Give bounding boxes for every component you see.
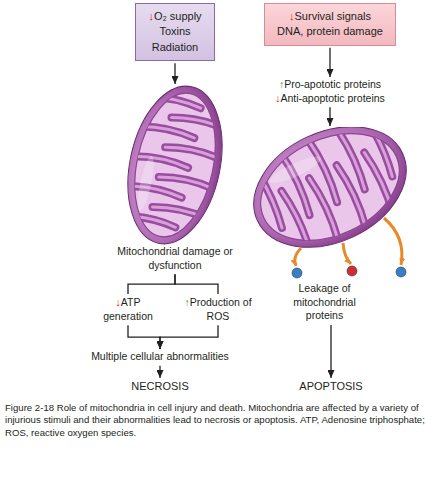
inner-space [248,127,413,261]
effect-label: ↑Production of ROS [180,296,256,323]
crista-fold [152,204,207,218]
stimulus-box: ↓Survival signalsDNA, protein damage [264,3,396,46]
node-text: Leakage of mitochondrial proteins [287,282,363,323]
stimulus-box: ↓O₂ supplyToxinsRadiation [135,3,214,61]
node-text: Multiple cellular abnormalities [91,350,229,364]
crista-fold [128,183,183,197]
crista-fold [363,127,395,177]
effect-label: Multiple cellular abnormalities [91,350,229,364]
crista-fold [363,127,395,177]
node-text: Toxins [148,24,201,39]
protein-dot [347,266,357,276]
crista-fold [308,139,340,203]
node-text: NECROSIS [131,379,188,393]
mitochondrion-illustration [100,85,250,245]
inner-space [123,86,228,245]
node-text: DNA, protein damage [277,24,383,39]
crista-fold [140,124,195,138]
crista-fold [335,127,367,189]
node-text: ↓O₂ supply [148,9,201,24]
flow-connector [329,107,330,126]
leak-arrow [384,218,402,265]
outcome-label: NECROSIS [131,379,188,393]
flow-connector [128,325,160,349]
flow-connector [175,274,218,294]
node-text: ↓Survival signals [277,9,383,24]
figure-caption: Figure 2-18 Role of mitochondria in cell… [5,402,436,439]
mitochondrion-shape [114,85,235,245]
mitochondrion-shape [248,127,413,271]
flow-connector [160,325,218,349]
crista-fold [308,139,340,203]
flow-connector [329,48,330,77]
crista-fold [165,144,220,158]
cristae [252,127,409,260]
outer-membrane [114,85,235,245]
crista-fold [147,94,202,108]
protein-dot [292,268,302,278]
crista-fold [159,174,214,188]
flow-connector [330,325,331,378]
crista-fold [121,213,176,227]
leak-arrow [343,243,351,264]
crista-fold [128,183,183,197]
crista-fold [171,115,226,129]
crista-fold [134,153,189,167]
crista-fold [335,127,367,189]
mitochondrion-illustration [248,127,413,282]
node-text: Mitochondrial damage or dysfunction [117,245,233,272]
leak-arrow [294,248,300,266]
flow-connector [128,274,175,294]
crista-fold [165,144,220,158]
crista-fold [147,94,202,108]
node-text: ↓ATP generation [97,296,159,323]
outcome-label: APOPTOSIS [299,379,362,393]
node-text: ↓Anti-apoptotic proteins [275,92,385,106]
outer-membrane [248,127,413,271]
effect-label: ↓ATP generation [97,296,159,323]
protein-change-label: ↑Pro-apototic proteins↓Anti-apoptotic pr… [275,78,385,105]
node-text: ↑Pro-apototic proteins [275,78,385,92]
mitochondrion-node: Mitochondrial damage or dysfunction [100,85,250,272]
protein-dot [396,267,406,277]
node-text: ↑Production of ROS [180,296,256,323]
crista-fold [121,213,176,227]
highlight [135,155,157,212]
crista-fold [140,124,195,138]
crista-fold [134,153,189,167]
highlight [267,152,323,188]
crista-fold [159,174,214,188]
flow-connector [174,63,175,84]
cristae [121,94,229,233]
flow-connector [159,366,160,378]
crista-fold [171,115,226,129]
node-text: Radiation [148,40,201,55]
crista-fold [152,204,207,218]
node-text: APOPTOSIS [299,379,362,393]
mitochondrion-node: Leakage of mitochondrial proteins [248,127,413,323]
